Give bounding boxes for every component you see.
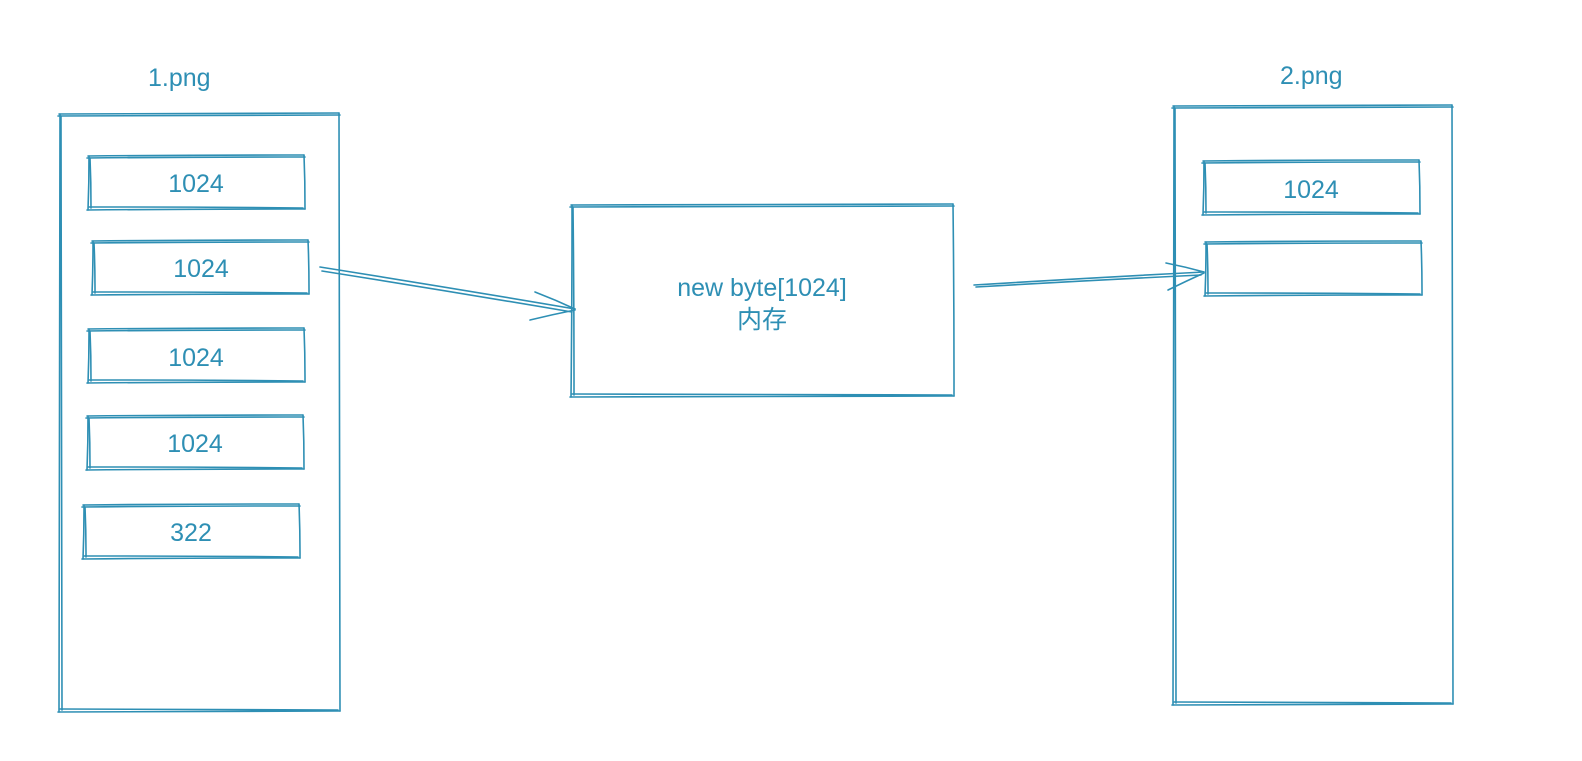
source-file-box-bottom	[57, 710, 341, 713]
target-chunk-1-box-top-2	[1201, 161, 1421, 164]
buffer-box-top	[570, 203, 954, 206]
source-chunk-1-box-top	[87, 154, 305, 157]
source-chunk-3-box-right	[303, 327, 306, 383]
source-chunk-2-box-top-2	[90, 241, 310, 244]
source-chunk-3-box-top-2	[86, 329, 306, 332]
source-chunk-2-box-left	[91, 240, 94, 296]
target-file-box-bottom-2	[1173, 701, 1452, 704]
arrow-write-shaft	[973, 271, 1205, 286]
source-chunk-4-box-top-2	[85, 416, 305, 419]
source-chunk-3-box-bottom	[86, 381, 306, 384]
arrow-write-head-top	[1165, 262, 1205, 273]
source-chunk-1-label: 1024	[168, 170, 224, 198]
source-chunk-2-box-right	[307, 239, 310, 295]
source-chunk-2-box-bottom-2	[92, 291, 308, 294]
source-chunk-1-box-bottom	[86, 208, 306, 211]
source-chunk-5-box-right	[298, 503, 301, 559]
target-chunk-1-box-bottom-2	[1203, 211, 1419, 214]
target-chunk-2-box-left	[1204, 241, 1207, 297]
source-chunk-2-box-left-2	[93, 242, 96, 294]
source-chunk-2-box-bottom	[90, 293, 310, 296]
target-file-box-left-2	[1174, 107, 1177, 704]
target-chunk-2-box-top	[1204, 240, 1422, 243]
source-file-box-left-2	[60, 115, 63, 711]
source-chunk-3-box-left	[87, 328, 90, 384]
source-file-box-top-2	[57, 114, 341, 117]
source-chunk-4-box-right	[302, 414, 305, 470]
buffer-box-bottom-2	[571, 393, 953, 396]
source-chunk-3-box-bottom-2	[88, 379, 304, 382]
arrow-read-head-bottom	[529, 309, 576, 321]
source-chunk-3-label: 1024	[168, 344, 224, 372]
source-chunk-1-box-right	[303, 154, 306, 210]
source-file-box-right	[338, 112, 341, 712]
source-chunk-4-box-top	[86, 414, 304, 417]
target-chunk-1-label: 1024	[1283, 176, 1339, 204]
buffer-box-top-2	[569, 205, 955, 208]
source-chunk-5-box-top-2	[81, 505, 301, 508]
target-file-box-top-2	[1171, 106, 1454, 109]
buffer-box-bottom	[569, 395, 955, 398]
arrow-read-head-top	[534, 291, 576, 310]
buffer-box-left-2	[572, 206, 575, 396]
arrow-read-shaft-2	[321, 270, 573, 313]
source-chunk-5-label: 322	[170, 519, 212, 547]
source-chunk-2-box-top	[91, 239, 309, 242]
target-chunk-1-box-right	[1418, 159, 1421, 215]
target-file-box-bottom	[1171, 703, 1454, 706]
target-chunk-2-box-top-2	[1203, 242, 1423, 245]
source-chunk-4-box-bottom	[85, 468, 305, 471]
target-chunk-1-box-left-2	[1204, 162, 1207, 214]
source-chunk-3-box-top	[87, 327, 305, 330]
target-file-box-right	[1451, 104, 1454, 705]
buffer-label-line2: 内存	[736, 306, 787, 334]
source-chunk-5-box-bottom	[81, 557, 301, 560]
source-chunk-2-label: 1024	[173, 255, 229, 283]
source-chunk-4-label: 1024	[167, 430, 223, 458]
source-chunk-1-box-left-2	[89, 157, 92, 209]
source-chunk-1-box-left	[87, 155, 90, 211]
buffer-label-line1: new byte[1024]	[677, 274, 847, 302]
target-chunk-2-box-bottom-2	[1205, 292, 1421, 295]
target-chunk-1-box-left	[1202, 160, 1205, 216]
target-file-box-top	[1172, 104, 1453, 107]
arrow-read-shaft	[319, 266, 576, 310]
source-chunk-5-box-top	[82, 503, 300, 506]
target-chunk-1-box-top	[1202, 159, 1420, 162]
target-file-title: 2.png	[1280, 62, 1343, 90]
source-file-box-left	[58, 113, 61, 713]
source-chunk-5-box-left	[82, 504, 85, 560]
source-chunk-3-box-left-2	[89, 330, 92, 382]
target-chunk-2-box-bottom	[1203, 294, 1423, 297]
source-chunk-5-box-bottom-2	[83, 555, 299, 558]
source-file-box-top	[58, 112, 340, 115]
target-chunk-2-box-left-2	[1206, 243, 1209, 295]
arrow-write-head-bottom	[1167, 272, 1205, 291]
source-chunk-5-box-left-2	[84, 506, 87, 558]
buffer-box-right	[952, 203, 955, 397]
target-chunk-1-box-bottom	[1201, 213, 1421, 216]
source-chunk-4-box-left-2	[88, 417, 91, 469]
source-chunk-4-box-bottom-2	[87, 466, 303, 469]
arrow-write-shaft-2	[975, 274, 1202, 288]
buffer-box-left	[570, 204, 573, 398]
source-chunk-1-box-top-2	[86, 156, 306, 159]
source-chunk-1-box-bottom-2	[88, 206, 304, 209]
source-file-title: 1.png	[148, 64, 211, 92]
target-file-box-left	[1172, 105, 1175, 706]
target-chunk-2-box-right	[1420, 240, 1423, 296]
source-chunk-4-box-left	[86, 415, 89, 471]
source-file-box-bottom-2	[59, 708, 339, 711]
